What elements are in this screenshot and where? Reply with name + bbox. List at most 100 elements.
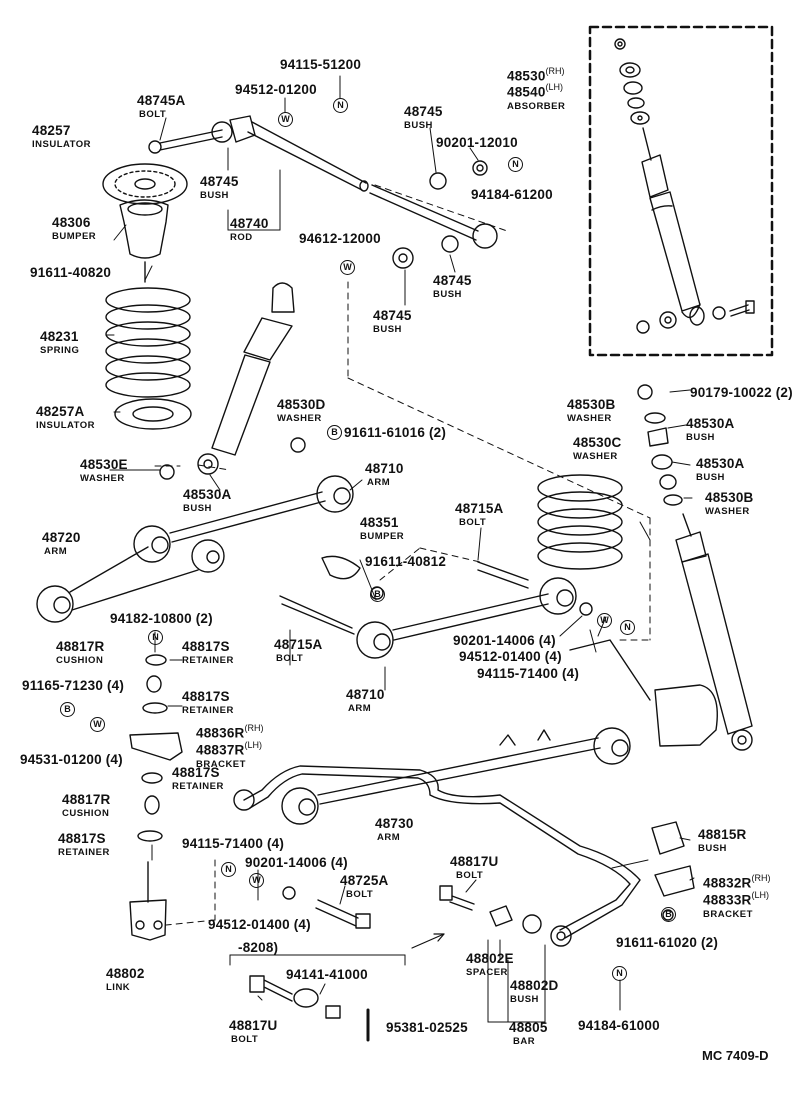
- production-change: -8208): [238, 940, 279, 955]
- w-marker-1: W: [278, 112, 293, 127]
- part-94184-61200: 94184-61200: [471, 187, 553, 202]
- part-91611-40812: 91611-40812: [365, 554, 447, 569]
- part-48832r: 48832R(RH): [703, 873, 771, 891]
- part-91611-40820: 91611-40820: [30, 265, 112, 280]
- coil-spring-right: [537, 474, 623, 570]
- part-94182-10800: 94182-10800 (2): [110, 611, 213, 626]
- arrow-line: [411, 933, 445, 949]
- bottom-fasteners: [249, 885, 542, 1042]
- n-marker-2: N: [508, 157, 523, 172]
- part-90201-12010: 90201-12010: [436, 135, 518, 150]
- n-marker-1: N: [333, 98, 348, 113]
- part-90179-10022: 90179-10022 (2): [690, 385, 793, 400]
- axle-housing: [569, 639, 718, 747]
- b-marker-2: B: [370, 587, 385, 602]
- part-48836r: 48836R(RH): [196, 723, 264, 741]
- part-94512-01400-lower: 94512-01400 (4): [208, 917, 311, 932]
- part-48833r: 48833R(LH)BRACKET: [703, 890, 769, 921]
- part-94141-41000: 94141-41000: [286, 967, 368, 982]
- part-91165-71230: 91165-71230 (4): [22, 678, 125, 693]
- part-91611-61020: 91611-61020 (2): [616, 935, 719, 950]
- leader-lines: [105, 75, 695, 1023]
- part-94115-71400-lower: 94115-71400 (4): [182, 836, 285, 851]
- absorber-inset-frame: [588, 25, 774, 357]
- b-marker-1: B: [327, 425, 342, 440]
- part-94531-01200: 94531-01200 (4): [20, 752, 123, 767]
- w-marker-2: W: [340, 260, 355, 275]
- part-95381-02525: 95381-02525: [386, 1020, 468, 1035]
- lateral-arm: [281, 727, 631, 825]
- part-94115-51200: 94115-51200: [280, 57, 362, 72]
- w-marker-4: W: [597, 613, 612, 628]
- upper-rod: [148, 115, 498, 269]
- w-marker-3: W: [90, 717, 105, 732]
- part-94115-71400-upper: 94115-71400 (4): [477, 666, 580, 681]
- part-91611-61016: 91611-61016 (2): [344, 425, 447, 440]
- n-marker-4: N: [620, 620, 635, 635]
- link-assembly: [129, 654, 183, 941]
- n-marker-6: N: [612, 966, 627, 981]
- part-94512-01400-upper: 94512-01400 (4): [459, 649, 562, 664]
- arrow-head: [433, 933, 445, 942]
- part-94612-12000: 94612-12000: [299, 231, 381, 246]
- n-marker-5: N: [221, 862, 236, 877]
- w-marker-5: W: [249, 873, 264, 888]
- left-shock-absorber: [159, 282, 306, 480]
- dashed-leaders: [154, 184, 651, 926]
- b-marker-3: B: [60, 702, 75, 717]
- part-48837r: 48837R(LH)BRACKET: [196, 740, 262, 771]
- part-90201-14006-upper: 90201-14006 (4): [453, 633, 556, 648]
- part-48540: 48540(LH)ABSORBER: [507, 82, 566, 113]
- n-marker-3: N: [148, 630, 163, 645]
- part-94512-01200: 94512-01200: [235, 82, 317, 97]
- lower-arms: [36, 475, 593, 659]
- part-94184-61000: 94184-61000: [578, 1018, 660, 1033]
- part-90201-14006-lower: 90201-14006 (4): [245, 855, 348, 870]
- part-48530: 48530(RH): [507, 66, 565, 84]
- right-shock-absorber: [637, 384, 753, 751]
- b-marker-4: B: [661, 907, 676, 922]
- coil-spring-left: [102, 163, 192, 430]
- inset-shock-absorber: [614, 38, 755, 334]
